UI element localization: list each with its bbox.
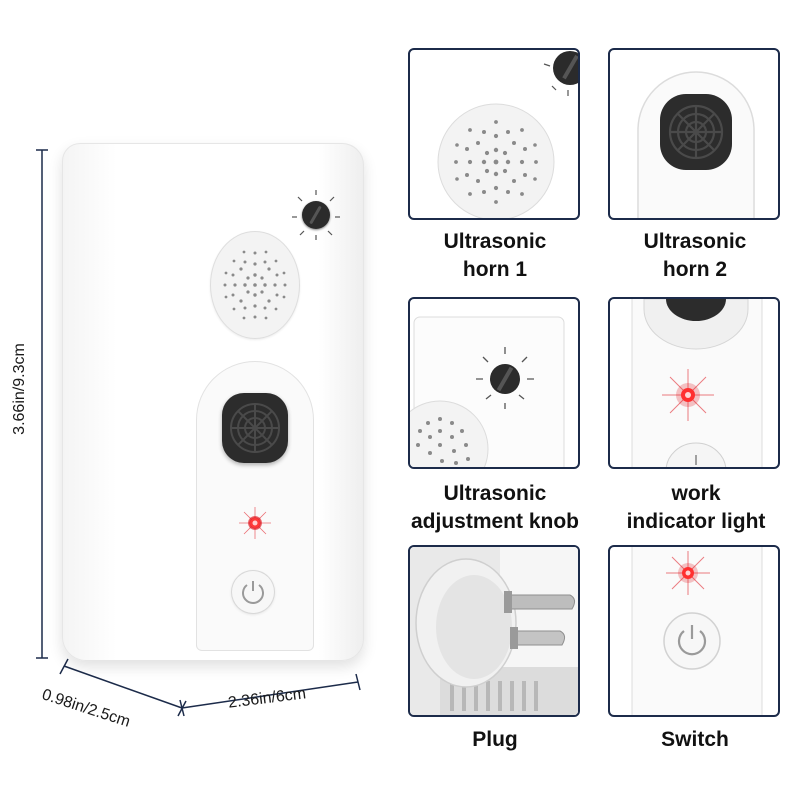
label-knob-line1: Ultrasonic (443, 482, 547, 505)
label-knob: Ultrasonic adjustment knob (392, 480, 598, 536)
speaker-grille-icon (223, 250, 287, 320)
power-icon (631, 547, 763, 715)
detail-tile-plug (408, 545, 580, 717)
label-horn-2: Ultrasonic horn 2 (600, 228, 790, 284)
label-horn-1-line1: Ultrasonic (443, 230, 547, 253)
plug-icon (410, 547, 578, 715)
label-knob-line2: adjustment knob (410, 510, 579, 533)
label-indicator: work indicator light (596, 480, 796, 536)
label-indicator-line1: work (671, 482, 721, 505)
led-glow-icon (239, 507, 271, 539)
label-switch: Switch (600, 726, 790, 754)
work-indicator-led (239, 507, 271, 539)
height-dimension-label: 3.66in/9.3cm (11, 343, 28, 435)
detail-tile-indicator (608, 297, 780, 469)
detail-tile-knob (408, 297, 580, 469)
power-icon (242, 581, 264, 604)
adjustment-knob[interactable] (302, 201, 330, 229)
speaker-icon (637, 71, 755, 218)
detail-tile-horn-1 (408, 48, 580, 220)
detail-tile-horn-2 (608, 48, 780, 220)
speaker-icon (230, 403, 280, 453)
label-switch-line1: Switch (661, 728, 729, 751)
repeller-device (62, 143, 364, 661)
label-horn-1: Ultrasonic horn 1 (400, 228, 590, 284)
speaker-grille-icon (437, 51, 578, 218)
power-switch[interactable] (232, 571, 274, 613)
knob-rays-icon (292, 190, 340, 240)
label-horn-2-line2: horn 2 (662, 258, 728, 281)
knob-icon (410, 316, 565, 467)
ultrasonic-horn-1 (210, 231, 300, 339)
detail-tile-switch (608, 545, 780, 717)
led-icon (631, 299, 763, 467)
ultrasonic-horn-2 (222, 393, 288, 463)
label-indicator-line2: indicator light (626, 510, 766, 533)
label-horn-2-line1: Ultrasonic (643, 230, 747, 253)
label-plug: Plug (400, 726, 590, 754)
label-horn-1-line2: horn 1 (462, 258, 528, 281)
label-plug-line1: Plug (472, 728, 518, 751)
